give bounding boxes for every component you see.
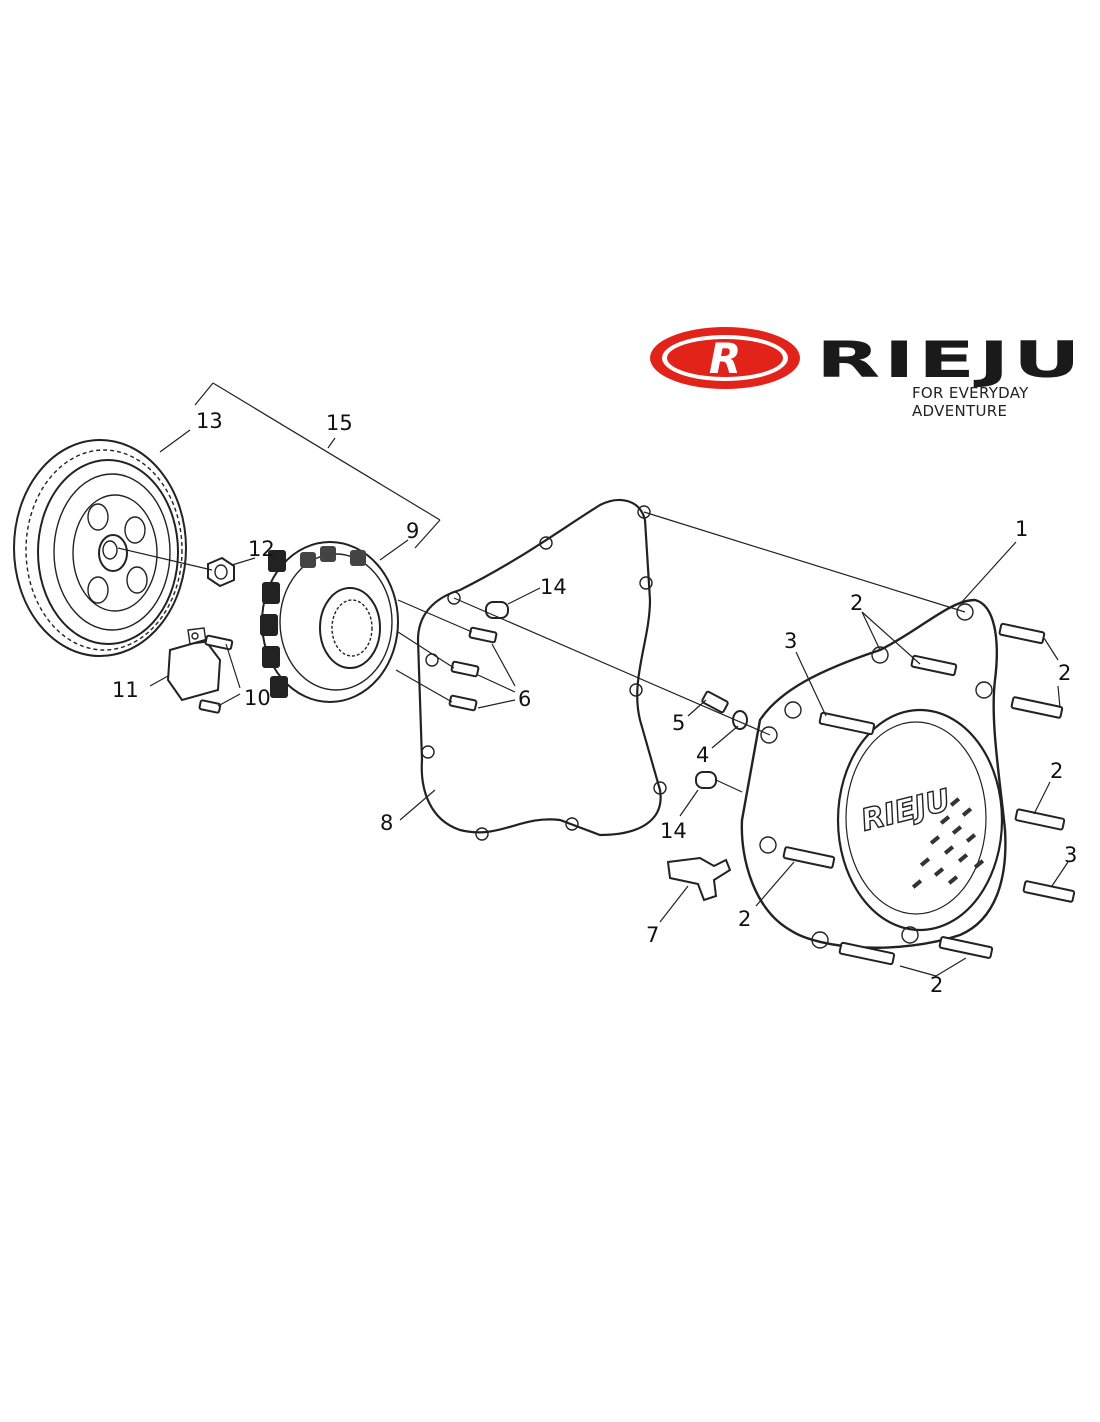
flywheel-nut (207, 556, 235, 588)
stator-bolts (448, 626, 498, 712)
callout-13: 13 (196, 409, 223, 433)
brand-tagline: FOR EVERYDAY ADVENTURE (912, 384, 1029, 420)
gasket-holes (421, 505, 667, 841)
callout-2-right: 2 (1058, 661, 1071, 685)
cable-clip (666, 856, 732, 902)
callout-14-top: 14 (540, 575, 567, 599)
callout-6: 6 (518, 687, 531, 711)
flywheel-gear (13, 439, 187, 657)
callout-7: 7 (646, 923, 659, 947)
callout-14-bottom: 14 (660, 819, 687, 843)
callout-12: 12 (248, 537, 275, 561)
callout-8: 8 (380, 811, 393, 835)
emblem-icon: R (650, 327, 800, 389)
callout-2-bottom: 2 (930, 973, 943, 997)
callout-1: 1 (1015, 517, 1028, 541)
callout-numbers: 13 15 9 12 11 10 6 14 8 5 4 14 7 1 2 2 3… (112, 409, 1077, 997)
callout-4: 4 (696, 743, 709, 767)
callout-2-left: 2 (738, 907, 751, 931)
callout-3-top: 3 (784, 629, 797, 653)
callout-2-mid: 2 (1050, 759, 1063, 783)
callout-15: 15 (326, 411, 353, 435)
cover-bolts (782, 622, 1076, 966)
callout-11: 11 (112, 678, 139, 702)
cover-vent-grille (911, 797, 985, 889)
cover-gasket (416, 498, 662, 837)
emblem-letter: R (709, 334, 741, 383)
callout-5: 5 (672, 711, 685, 735)
ignition-cover: RIEJU (740, 598, 1007, 949)
callout-2-top: 2 (850, 591, 863, 615)
callout-9: 9 (406, 519, 419, 543)
brand-wordmark: RIEJU (816, 331, 1084, 389)
callout-10: 10 (244, 686, 271, 710)
stator (260, 541, 399, 703)
pickup-bolts (198, 634, 234, 714)
leader-lines (117, 382, 1069, 977)
plug-and-washer (701, 690, 748, 730)
rieju-logo: R RIEJU (650, 327, 1084, 389)
callout-3-right: 3 (1064, 843, 1077, 867)
pickup-sensor (166, 627, 222, 702)
